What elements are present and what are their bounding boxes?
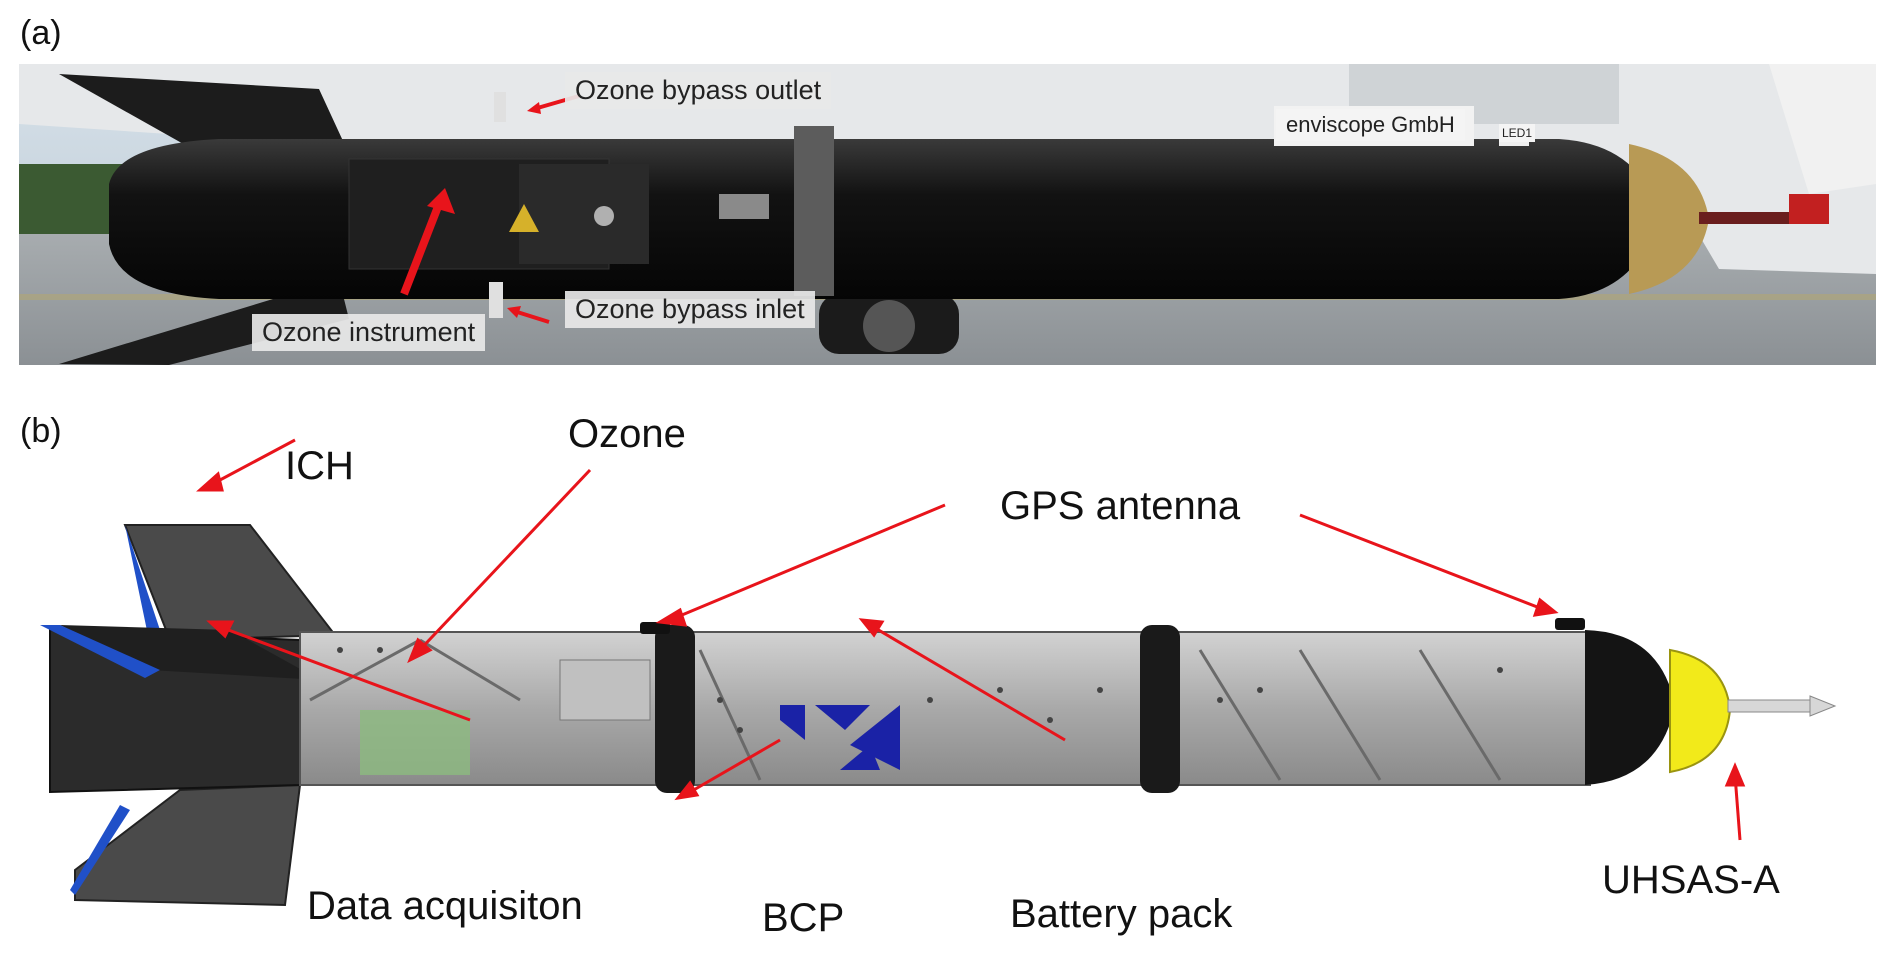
label-ozone-instrument: Ozone instrument	[252, 314, 486, 351]
label-ozone-bypass-outlet: Ozone bypass outlet	[565, 72, 832, 109]
label-ozone-bypass-inlet: Ozone bypass inlet	[565, 291, 815, 328]
label-data-acquisition: Data acquisiton	[307, 884, 583, 928]
label-ich: ICH	[285, 444, 354, 488]
panel-b-letter: (b)	[20, 412, 62, 450]
pod-photo: enviscope GmbH LED1 Ozone bypass outlet …	[19, 64, 1876, 365]
label-bcp: BCP	[762, 896, 845, 940]
cad-illustration	[40, 438, 1837, 907]
main-tube	[299, 631, 1591, 786]
annotation-arrows	[196, 438, 1746, 841]
tag-text: LED1	[1499, 124, 1536, 142]
bottom-fin	[74, 783, 302, 907]
ring-1	[655, 625, 695, 793]
label-uhsas-a: UHSAS-A	[1602, 858, 1780, 902]
label-ozone: Ozone	[568, 412, 686, 456]
label-battery-pack: Battery pack	[1010, 892, 1233, 936]
label-gps-antenna: GPS antenna	[1000, 484, 1241, 528]
ring-2	[1140, 625, 1180, 793]
logo-text: enviscope GmbH	[1276, 109, 1465, 141]
pod-cad-diagram: ICH Ozone GPS antenna Data acquisiton BC…	[0, 400, 1892, 959]
panel-a-letter: (a)	[20, 14, 62, 52]
uhsas-cap	[1669, 648, 1732, 774]
nose-cone	[1585, 630, 1675, 785]
